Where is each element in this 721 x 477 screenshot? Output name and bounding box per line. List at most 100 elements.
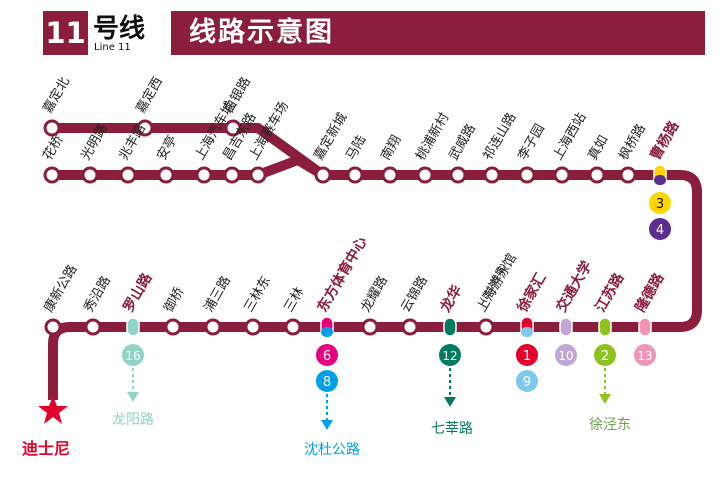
transfer-circles: 3 4 16 6 8 12 1 9 10 2 13 <box>122 192 671 392</box>
station-label: 三林东 <box>241 274 273 315</box>
page-title: 线路示意图 <box>189 17 334 48</box>
station-label: 龙耀路 <box>358 273 391 315</box>
line-number-badge: 11 <box>43 11 88 55</box>
transfer-station-marker <box>559 317 573 337</box>
transfer-station-marker <box>443 317 457 337</box>
station-dot <box>477 318 495 336</box>
station-dot <box>43 119 61 137</box>
station-dot <box>619 166 637 184</box>
station-dot <box>244 318 262 336</box>
station-label: 隆德路 <box>632 269 668 315</box>
station-dot <box>119 166 137 184</box>
station-label: 南翔 <box>378 132 405 163</box>
station-dot <box>449 166 467 184</box>
line-name: 号线 <box>93 14 146 44</box>
transfer-9-label: 9 <box>523 375 531 390</box>
transfer-8-label: 8 <box>323 375 331 390</box>
arrow-qixin-head <box>444 397 456 407</box>
transfer-16-label: 16 <box>125 349 140 363</box>
station-label: 御桥 <box>161 285 187 315</box>
station-dot <box>401 318 419 336</box>
transfer-4-circle <box>649 218 671 240</box>
destination-shendu: 沈杜公路 <box>304 442 360 458</box>
transfer-10-circle <box>555 344 577 366</box>
station-label: 浦三路 <box>201 273 234 315</box>
transfer-3-label: 3 <box>656 197 664 212</box>
terminal-star-icon <box>38 396 68 424</box>
station-label: 曹杨路 <box>647 117 683 163</box>
station-label: 罗山路 <box>120 269 156 315</box>
station-dot <box>346 166 364 184</box>
station-label: 嘉定西 <box>133 75 165 116</box>
station-dot <box>381 166 399 184</box>
transfer-station-marker <box>653 164 667 186</box>
destination-qixin: 七莘路 <box>431 420 473 437</box>
arrow-longyang-head <box>127 392 139 402</box>
station-dot <box>81 166 99 184</box>
station-dot <box>44 318 62 336</box>
station-dot <box>195 166 213 184</box>
station-dot <box>224 119 242 137</box>
transfer-station-marker <box>520 316 534 338</box>
station-dot <box>223 166 241 184</box>
transfer-10-label: 10 <box>558 349 573 363</box>
header: 11 号线 Line 11 线路示意图 <box>0 0 721 62</box>
transfer-2-label: 2 <box>601 349 609 364</box>
station-dot <box>483 166 501 184</box>
transfer-1-circle <box>516 344 538 366</box>
station-dot <box>164 318 182 336</box>
transfer-station-marker <box>598 317 612 337</box>
transfer-3-circle <box>649 192 671 214</box>
station-dot <box>204 318 222 336</box>
destination-xujingdong: 徐泾东 <box>589 417 631 433</box>
station-dot <box>84 318 102 336</box>
transfer-2-circle <box>594 344 616 366</box>
station-label: 秀沿路 <box>81 273 114 315</box>
station-dot <box>361 318 379 336</box>
station-label: 龙华 <box>436 282 465 316</box>
station-label: 云锦路 <box>398 273 431 315</box>
station-dots <box>43 119 667 338</box>
transfer-12-circle <box>439 344 461 366</box>
station-label: 祁连山路 <box>480 110 520 163</box>
station-label: 江苏路 <box>592 269 628 315</box>
station-dot <box>553 166 571 184</box>
station-dot <box>43 166 61 184</box>
station-dot <box>518 166 536 184</box>
route-branch <box>52 155 326 180</box>
transfer-12-label: 12 <box>442 349 457 363</box>
station-label: 康新公路 <box>41 262 81 315</box>
station-label: 安亭 <box>154 132 181 163</box>
arrow-xujingdong-head <box>599 394 611 404</box>
transfer-arrows <box>127 368 611 430</box>
arrow-shendu-head <box>321 420 333 430</box>
station-label: 交通大学 <box>553 258 596 315</box>
station-label: 三林 <box>281 285 307 315</box>
transfer-6-label: 6 <box>323 349 331 364</box>
station-dot <box>284 318 302 336</box>
station-dot <box>314 166 332 184</box>
station-label: 枫桥路 <box>616 121 649 163</box>
station-label: 武威路 <box>446 121 479 163</box>
station-label: 真如 <box>585 132 612 163</box>
transfer-4-label: 4 <box>656 223 664 238</box>
station-dot <box>249 166 267 184</box>
station-dot <box>588 166 606 184</box>
transfer-6-circle <box>316 344 338 366</box>
station-label: 上海西站 <box>550 110 589 163</box>
station-label: 徐家汇 <box>513 270 549 316</box>
transfer-station-marker <box>320 316 334 338</box>
transfer-16-circle <box>122 344 144 366</box>
transfer-station-marker <box>126 317 140 337</box>
transfer-8-circle <box>316 370 338 392</box>
line-english-name: Line 11 <box>94 42 131 53</box>
destination-longyang: 龙阳路 <box>112 412 154 428</box>
transfer-13-circle <box>634 344 656 366</box>
station-label: 李子园 <box>515 122 547 163</box>
station-dot <box>416 166 434 184</box>
station-label: 嘉定北 <box>40 75 72 116</box>
transfer-9-circle <box>516 370 538 392</box>
station-label: 花桥 <box>40 132 67 163</box>
station-dot <box>157 166 175 184</box>
